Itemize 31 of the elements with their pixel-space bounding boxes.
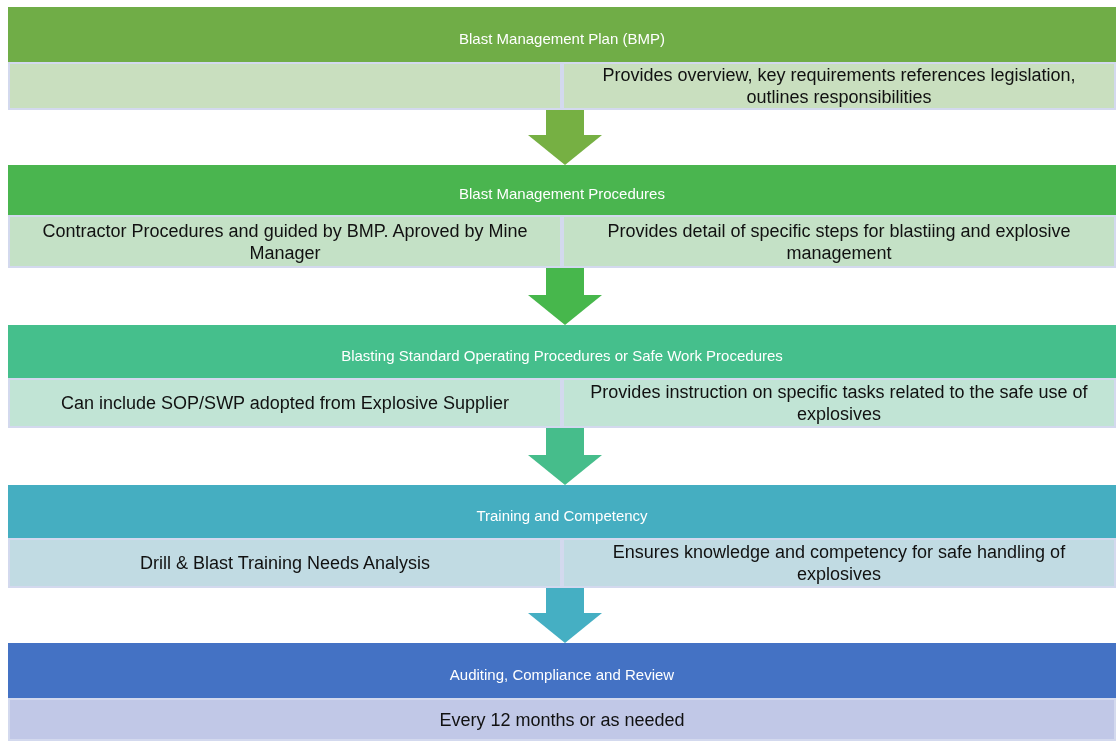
process-band	[8, 485, 1116, 588]
band-title: Auditing, Compliance and Review	[448, 665, 676, 683]
band-title: Blast Management Procedures	[458, 185, 666, 202]
cell-text: Can include SOP/SWP adopted from Explosive Supplier	[61, 392, 509, 414]
band-title: Blast Management Plan (BMP)	[458, 29, 666, 47]
block-arrow	[528, 268, 602, 325]
band-title: Blasting Standard Operating Procedures or Safe Work Procedures	[340, 346, 784, 364]
cell-text: Drill & Blast Training Needs Analysis	[139, 552, 431, 574]
block-arrow	[528, 588, 602, 643]
table-cell	[562, 62, 1116, 110]
process-band	[8, 325, 1116, 428]
block-arrow	[528, 428, 602, 485]
table-cell	[562, 215, 1116, 268]
cell-text: Provides instruction on specific tasks related to the safe use of explosives	[589, 381, 1089, 425]
table-cell	[8, 378, 562, 428]
cell-text: Contractor Procedures and guided by BMP. Aproved by Mine Manager	[41, 219, 529, 264]
cell-text: Ensures knowledge and competency for safe handling of explosives	[611, 541, 1067, 585]
block-arrow	[528, 110, 602, 165]
cell-text: Every 12 months or as needed	[439, 708, 685, 731]
table-cell	[8, 62, 562, 110]
cell-text: Provides overview, key requirements references legislation, outlines responsibilities	[601, 64, 1077, 108]
table-cell	[8, 698, 1116, 741]
table-cell	[8, 215, 562, 268]
cell-text: Provides detail of specific steps for blastiing and explosive management	[606, 219, 1072, 264]
process-band	[8, 643, 1116, 741]
table-cell	[562, 538, 1116, 588]
process-band	[8, 7, 1116, 110]
process-band	[8, 165, 1116, 268]
table-cell	[562, 378, 1116, 428]
table-cell	[8, 538, 562, 588]
band-title: Training and Competency	[475, 506, 649, 524]
